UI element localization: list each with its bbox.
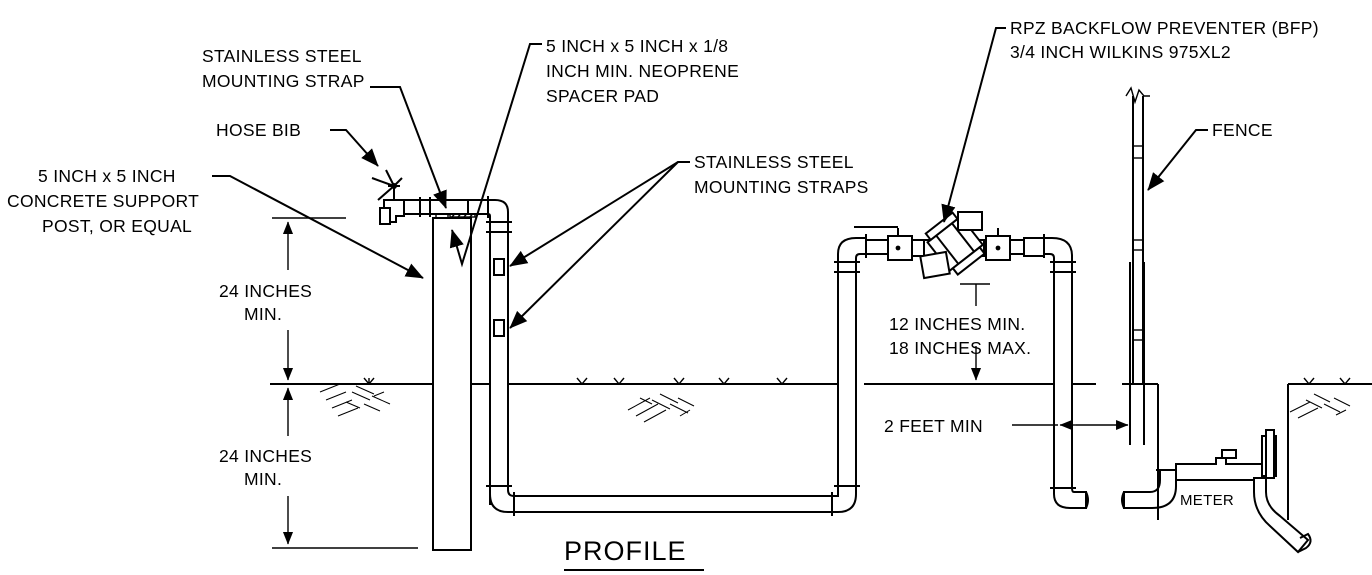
- fence: [1125, 86, 1150, 445]
- label-hose-bib: HOSE BIB: [216, 120, 301, 140]
- label-post-2: CONCRETE SUPPORT: [7, 191, 199, 211]
- label-strap-2: MOUNTING STRAP: [202, 71, 365, 91]
- label-height-1: 12 INCHES MIN.: [889, 314, 1025, 334]
- label-straps-2: MOUNTING STRAPS: [694, 177, 869, 197]
- label-below-1: 24 INCHES: [219, 446, 312, 466]
- label-height-2: 18 INCHES MAX.: [889, 338, 1031, 358]
- label-bfp-2: 3/4 INCH WILKINS 975XL2: [1010, 42, 1231, 62]
- riser-pipe: [403, 196, 515, 516]
- label-clearance: 2 FEET MIN: [884, 416, 983, 436]
- label-straps-1: STAINLESS STEEL: [694, 152, 854, 172]
- label-post-1: 5 INCH x 5 INCH: [38, 166, 176, 186]
- drawing-title: PROFILE: [564, 536, 687, 566]
- label-below-2: MIN.: [244, 469, 282, 489]
- grass-tufts: [363, 377, 1351, 386]
- meter-box: [1157, 384, 1312, 554]
- concrete-post: [432, 217, 472, 551]
- hose-bib: [371, 169, 405, 225]
- label-meter: METER: [1180, 492, 1234, 509]
- label-strap-1: STAINLESS STEEL: [202, 46, 362, 66]
- label-above-1: 24 INCHES: [219, 281, 312, 301]
- label-pad-3: SPACER PAD: [546, 86, 659, 106]
- label-above-2: MIN.: [244, 304, 282, 324]
- label-bfp-1: RPZ BACKFLOW PREVENTER (BFP): [1010, 18, 1319, 38]
- backflow-preventer: [854, 211, 1180, 509]
- label-post-3: POST, OR EQUAL: [42, 216, 192, 236]
- dimension-lines: [272, 217, 1129, 549]
- soil-hatch: [319, 383, 1351, 423]
- label-pad-2: INCH MIN. NEOPRENE: [546, 61, 739, 81]
- label-fence: FENCE: [1212, 120, 1273, 140]
- underground-pipe: [513, 234, 867, 516]
- label-pad-1: 5 INCH x 5 INCH x 1/8: [546, 36, 728, 56]
